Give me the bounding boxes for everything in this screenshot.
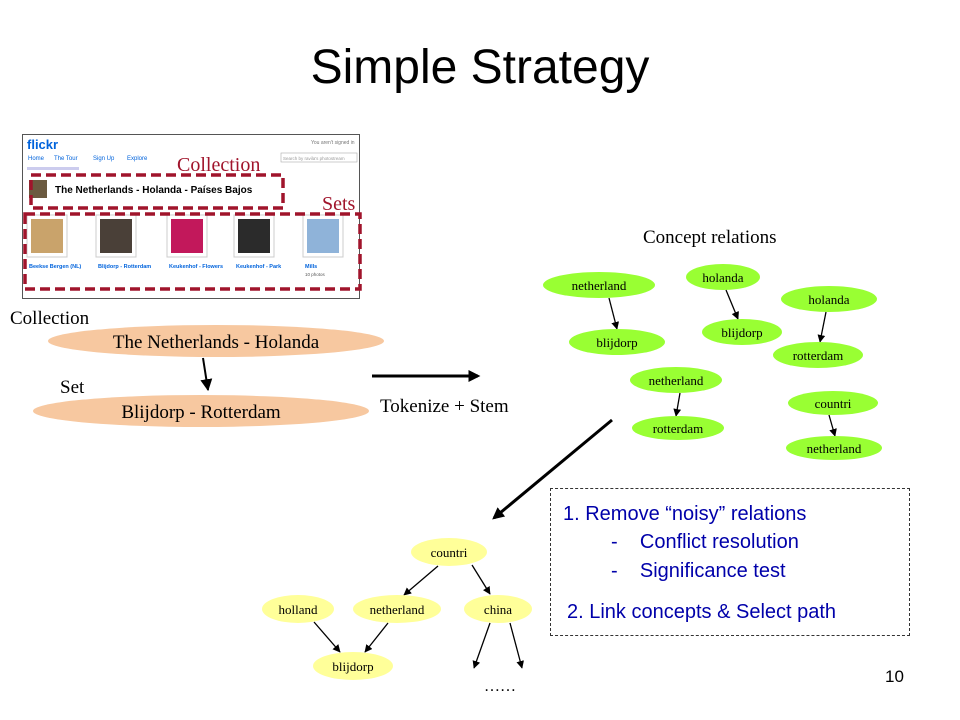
collection-label: Collection xyxy=(10,308,90,329)
flickr-page: flickr You aren't signed in Home The Tou… xyxy=(26,137,358,277)
concept-node-label: rotterdam xyxy=(793,348,844,363)
set-title-2[interactable]: Blijdorp - Rotterdam xyxy=(98,264,151,270)
search-placeholder: Search by ravila's photostream xyxy=(283,156,345,161)
nav-signup[interactable]: Sign Up xyxy=(93,156,115,162)
concept-node xyxy=(632,416,724,440)
signin-text: You aren't signed in xyxy=(311,140,355,146)
nav-explore[interactable]: Explore xyxy=(127,156,148,162)
set-thumbnails xyxy=(26,214,344,258)
step-1: 1. Remove “noisy” relations xyxy=(563,503,807,525)
to-tree-arrow xyxy=(492,418,613,520)
concept-node xyxy=(781,286,877,312)
step-2: 2. Link concepts & Select path xyxy=(567,601,837,623)
relation-arrow xyxy=(828,414,837,437)
tree-node-label: netherland xyxy=(370,602,425,617)
concept-node xyxy=(786,436,882,460)
set-node xyxy=(33,395,369,427)
flower-image xyxy=(171,219,203,253)
nav-tour[interactable]: The Tour xyxy=(54,156,78,162)
tree-edge xyxy=(403,565,439,596)
tree-node-china xyxy=(464,595,532,623)
tree-root-node xyxy=(411,538,487,566)
relation-arrow xyxy=(817,311,827,343)
slide-title: Simple Strategy xyxy=(310,41,650,94)
concept-node-label: blijdorp xyxy=(596,335,637,350)
tree-ellipsis: …… xyxy=(484,678,516,695)
concept-node-label: holanda xyxy=(702,270,743,285)
collection-icon xyxy=(29,180,47,198)
concept-node-label: netherland xyxy=(649,373,704,388)
tree-edge xyxy=(472,622,491,669)
tree-edge xyxy=(313,621,341,653)
set-label: Set xyxy=(60,377,85,398)
tree-edge xyxy=(471,564,491,595)
tree-node-label: china xyxy=(484,602,512,617)
collection-highlight-box xyxy=(29,173,285,210)
overlay-collection-label: Collection xyxy=(177,154,260,176)
tree-edge xyxy=(509,622,524,669)
relation-arrow xyxy=(673,392,682,417)
set-title-1[interactable]: Beekse Bergen (NL) xyxy=(29,264,81,270)
steps-box: 1. Remove “noisy” relations - Conflict r… xyxy=(550,488,910,636)
sets-highlight-box xyxy=(23,212,362,291)
park-image xyxy=(238,219,270,253)
set-count-5: 10 photos xyxy=(305,272,326,277)
collection-node-label: The Netherlands - Holanda xyxy=(113,332,320,353)
relation-arrow xyxy=(725,289,739,320)
tokenize-label: Tokenize + Stem xyxy=(380,396,509,417)
concept-node xyxy=(630,367,722,393)
search-input[interactable] xyxy=(280,152,358,163)
step-1-sub-2: - Significance test xyxy=(611,560,786,582)
page-number: 10 xyxy=(885,667,904,686)
collection-title: The Netherlands - Holanda - Países Bajos xyxy=(55,185,253,196)
step-1-sub-1-text: Conflict resolution xyxy=(639,531,799,553)
concept-node-label: countri xyxy=(815,396,852,411)
concept-node-label: blijdorp xyxy=(721,325,762,340)
set-title-4[interactable]: Keukenhof - Park xyxy=(236,264,282,270)
set-title-3[interactable]: Keukenhof - Flowers xyxy=(169,264,223,270)
giraffe-image xyxy=(31,219,63,253)
set-title-5[interactable]: Mills xyxy=(305,264,317,270)
tree-leaf-node xyxy=(313,652,393,680)
collection-node xyxy=(48,325,384,357)
set-node-label: Blijdorp - Rotterdam xyxy=(121,402,281,423)
concept-node xyxy=(569,329,665,355)
tree-leaf-label: blijdorp xyxy=(332,659,373,674)
concept-node-label: holanda xyxy=(808,292,849,307)
step-1-sub-2-text: Significance test xyxy=(639,560,786,582)
concept-node xyxy=(686,264,760,290)
tree-node-holland xyxy=(262,595,334,623)
flickr-logo: flickr xyxy=(27,137,58,152)
animal-image xyxy=(100,219,132,253)
concept-node xyxy=(702,319,782,345)
concept-node xyxy=(788,391,878,415)
concept-node xyxy=(543,272,655,298)
mills-image xyxy=(307,219,339,253)
relation-arrow xyxy=(608,297,620,330)
tree-edge xyxy=(364,622,389,653)
tree-root-label: countri xyxy=(431,545,468,560)
collection-to-set-arrow xyxy=(200,357,213,392)
concept-node-label: netherland xyxy=(572,278,627,293)
concept-node-label: rotterdam xyxy=(653,421,704,436)
tree-node-netherland xyxy=(353,595,441,623)
step-1-sub-1: - Conflict resolution xyxy=(611,531,799,553)
tree-node-label: holland xyxy=(279,602,318,617)
concept-relations-title: Concept relations xyxy=(643,227,777,248)
concept-node xyxy=(773,342,863,368)
nav-home[interactable]: Home xyxy=(28,156,45,162)
breadcrumb xyxy=(27,167,79,170)
overlay-sets-label: Sets xyxy=(322,193,356,215)
concept-node-label: netherland xyxy=(807,441,862,456)
flickr-screenshot: flickr You aren't signed in Home The Tou… xyxy=(22,134,360,299)
